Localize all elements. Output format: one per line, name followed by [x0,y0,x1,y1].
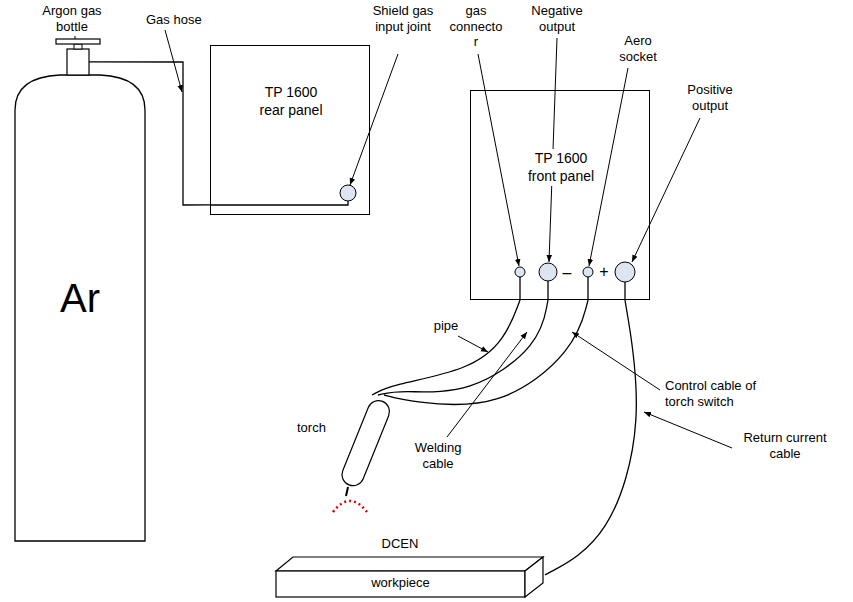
socket-stub [519,277,520,300]
part-label: Negative output [522,3,592,34]
label-text: gas connecto r [450,3,503,49]
negative-output-socket [539,263,557,281]
label-text: Control cable of torch switch [665,378,756,409]
part-label: Return current cable [735,430,835,461]
label-text: Gas hose [146,12,202,27]
label-text: Return current cable [743,430,826,461]
label-text: DCEN [382,536,419,551]
polarity-sign: – [559,263,575,282]
front-panel: TP 1600 front panel [470,90,650,300]
text-slot: TP 1600 rear panel [211,84,371,119]
text-slot: workpiece [276,573,525,591]
polarity-note: DCEN [378,536,422,552]
part-label: Positive output [678,82,742,113]
socket-stub [587,277,588,300]
hose-inner-run [210,201,348,205]
torch-outline [335,395,395,500]
leader-line [572,332,660,390]
positive-output-socket [615,262,635,282]
text-slot: torch [297,418,333,436]
welding-arc [333,501,367,512]
leader-line [447,332,527,437]
text-slot: TP 1600 front panel [511,149,611,186]
part-label: Welding cable [408,440,468,471]
leader-line [478,54,519,266]
leader-line [165,30,182,92]
gas-pipe [372,300,520,395]
label-text: pipe [434,318,459,333]
part-label: Control cable of torch switch [665,378,785,409]
part-label: Shield gas input joint [370,3,436,34]
part-label: Gas hose [146,12,216,28]
node-text: TP 1600 rear panel [254,84,329,119]
leader-line [350,54,398,185]
label-text: Negative output [531,3,582,34]
node-text: TP 1600 front panel [521,149,602,186]
welding-cable [378,300,548,395]
gas-bottle: Ar [12,35,148,543]
gas-connector-socket [515,267,525,277]
shield-gas-joint [340,185,356,201]
aero-socket [583,267,593,277]
leader-line [644,412,732,448]
label-text: Welding cable [415,440,462,471]
label-text: Positive output [687,82,733,113]
polarity-sign: + [596,262,612,281]
control-cable [384,300,588,405]
label-text: Aero socket [619,33,657,64]
text-slot: Ar [12,273,148,323]
label-text: + [599,263,608,280]
leader-line [458,336,488,352]
rear-panel: TP 1600 rear panel [210,45,370,215]
node-text: workpiece [371,575,430,591]
node-text: torch [297,420,326,436]
return-cable [545,300,636,575]
welding-torch: torch [335,395,395,500]
label-text: Shield gas input joint [373,3,434,34]
socket-stub [624,282,625,300]
part-label: gas connecto r [448,3,504,50]
socket-stub [547,281,548,300]
leader-line [632,118,700,262]
part-label: Aero socket [608,33,668,64]
label-text: Argon gas bottle [42,3,101,34]
part-label: pipe [430,318,462,334]
workpiece-block: workpiece [275,556,545,598]
label-text: – [563,264,572,281]
node-text: Ar [60,273,100,323]
part-label: Argon gas bottle [32,3,112,34]
